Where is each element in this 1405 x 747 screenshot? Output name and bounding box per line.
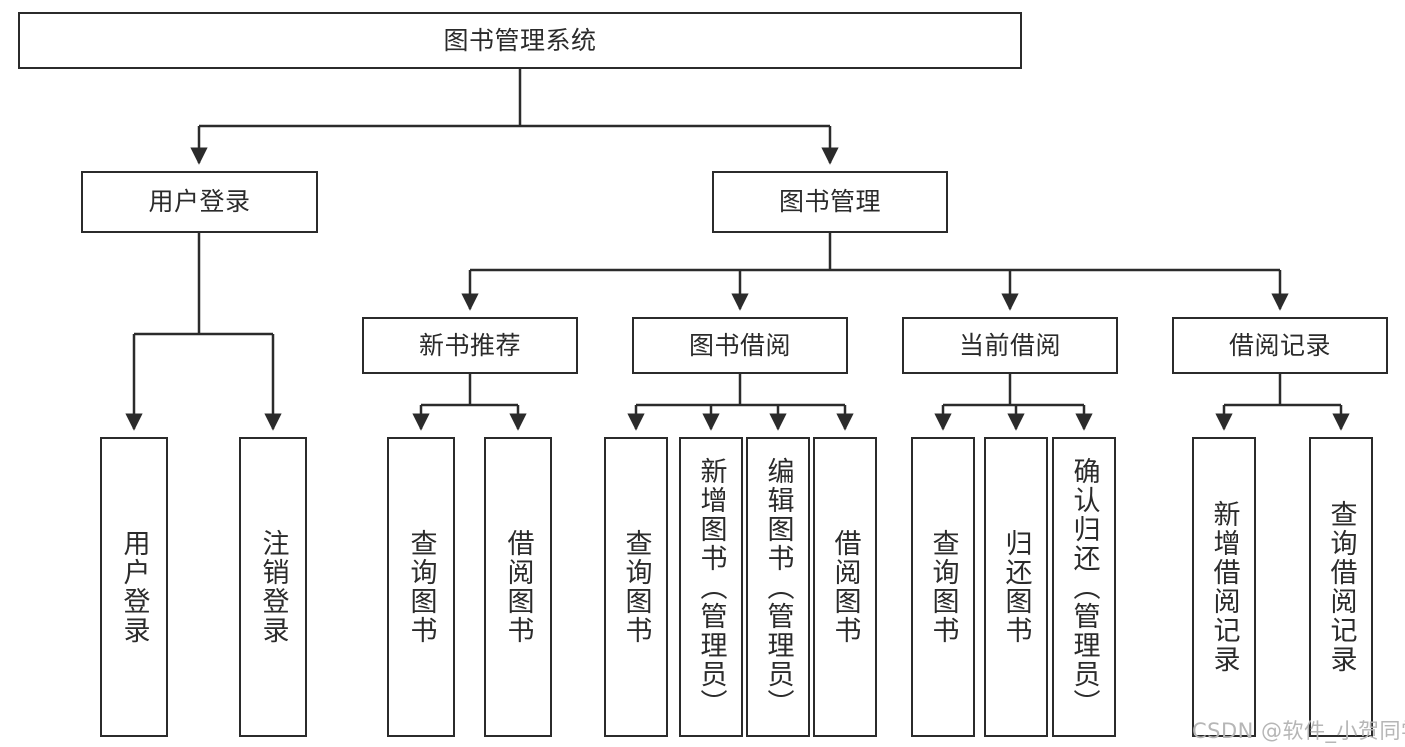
node-leaf-query-borrow-record-label: 查询借阅记录 xyxy=(1325,500,1357,674)
node-current-borrow[interactable]: 当前借阅 xyxy=(902,317,1118,374)
node-leaf-add-book-admin[interactable]: 新增图书（管理员） xyxy=(679,437,743,737)
node-leaf-borrow-book-2[interactable]: 借阅图书 xyxy=(813,437,877,737)
node-leaf-confirm-return-admin[interactable]: 确认归还（管理员） xyxy=(1052,437,1116,737)
node-leaf-return-book-label: 归还图书 xyxy=(1000,529,1032,645)
node-borrow-record[interactable]: 借阅记录 xyxy=(1172,317,1388,374)
node-book-manage-label: 图书管理 xyxy=(778,187,881,217)
node-user-login-label: 用户登录 xyxy=(148,187,251,217)
node-book-borrow-label: 图书借阅 xyxy=(688,330,791,360)
csdn-watermark: CSDN @软件_小贺同学 xyxy=(1192,719,1405,743)
node-leaf-edit-book-admin[interactable]: 编辑图书（管理员） xyxy=(746,437,810,737)
node-leaf-add-book-admin-label: 新增图书（管理员） xyxy=(695,456,727,718)
node-leaf-query-borrow-record[interactable]: 查询借阅记录 xyxy=(1309,437,1373,737)
node-leaf-return-book[interactable]: 归还图书 xyxy=(984,437,1048,737)
node-leaf-borrow-book-1[interactable]: 借阅图书 xyxy=(484,437,552,737)
node-leaf-borrow-book-1-label: 借阅图书 xyxy=(502,529,534,645)
node-leaf-query-book-3-label: 查询图书 xyxy=(927,529,959,645)
node-new-book-recommend-label: 新书推荐 xyxy=(418,330,521,360)
node-book-borrow[interactable]: 图书借阅 xyxy=(632,317,848,374)
node-root[interactable]: 图书管理系统 xyxy=(18,12,1022,69)
node-leaf-query-book-1[interactable]: 查询图书 xyxy=(387,437,455,737)
node-leaf-user-login-label: 用户登录 xyxy=(118,529,150,645)
node-new-book-recommend[interactable]: 新书推荐 xyxy=(362,317,578,374)
node-leaf-query-book-3[interactable]: 查询图书 xyxy=(911,437,975,737)
node-leaf-borrow-book-2-label: 借阅图书 xyxy=(829,529,861,645)
node-leaf-confirm-return-admin-label: 确认归还（管理员） xyxy=(1068,456,1100,718)
node-leaf-edit-book-admin-label: 编辑图书（管理员） xyxy=(762,456,794,718)
node-leaf-user-login[interactable]: 用户登录 xyxy=(100,437,168,737)
node-leaf-query-book-2-label: 查询图书 xyxy=(620,529,652,645)
node-user-login[interactable]: 用户登录 xyxy=(81,171,318,233)
node-leaf-query-book-2[interactable]: 查询图书 xyxy=(604,437,668,737)
node-leaf-user-logout-label: 注销登录 xyxy=(257,529,289,645)
node-leaf-add-borrow-record[interactable]: 新增借阅记录 xyxy=(1192,437,1256,737)
node-current-borrow-label: 当前借阅 xyxy=(958,330,1061,360)
node-borrow-record-label: 借阅记录 xyxy=(1228,330,1331,360)
node-leaf-user-logout[interactable]: 注销登录 xyxy=(239,437,307,737)
node-leaf-query-book-1-label: 查询图书 xyxy=(405,529,437,645)
node-root-label: 图书管理系统 xyxy=(443,25,597,55)
node-leaf-add-borrow-record-label: 新增借阅记录 xyxy=(1208,500,1240,674)
node-book-manage[interactable]: 图书管理 xyxy=(712,171,948,233)
